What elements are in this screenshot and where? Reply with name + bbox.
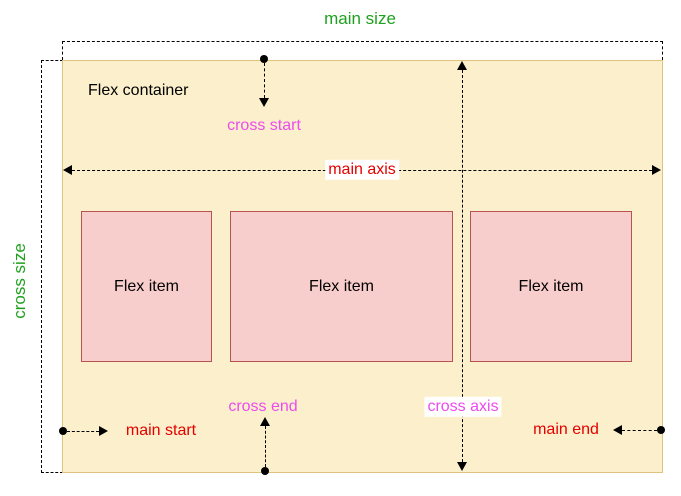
- main-size-label: main size: [324, 9, 396, 29]
- cross-size-label: cross size: [10, 243, 30, 319]
- flex-item: Flex item: [230, 211, 453, 362]
- cross-end-line: [265, 426, 266, 467]
- main-start-dot: [59, 427, 67, 435]
- main-end-line: [622, 430, 657, 431]
- main-end-arrowhead: [613, 425, 622, 435]
- cross-end-arrowhead: [260, 417, 270, 426]
- main-start-label: main start: [125, 421, 197, 439]
- cross-axis-line: [462, 70, 463, 462]
- flex-item-label: Flex item: [518, 277, 584, 295]
- cross-start-dot: [260, 55, 268, 63]
- main-end-label: main end: [533, 420, 599, 438]
- cross-axis-arrowhead-down: [457, 462, 467, 471]
- flex-container-label: Flex container: [88, 82, 189, 99]
- main-axis-arrowhead-right: [652, 165, 661, 175]
- main-axis-label: main axis: [325, 159, 399, 181]
- main-size-bracket: [62, 41, 663, 60]
- cross-end-label: cross end: [228, 397, 298, 415]
- cross-axis-label: cross axis: [424, 396, 502, 418]
- flex-item-label: Flex item: [309, 277, 374, 295]
- cross-start-arrowhead: [259, 98, 269, 107]
- cross-end-dot: [261, 467, 269, 475]
- flex-item-label: Flex item: [114, 277, 179, 295]
- cross-start-line: [264, 63, 265, 98]
- main-start-line: [67, 431, 99, 432]
- main-start-arrowhead: [99, 426, 108, 436]
- main-axis-arrowhead-left: [63, 165, 72, 175]
- main-end-dot: [657, 426, 665, 434]
- cross-axis-arrowhead-up: [457, 61, 467, 70]
- cross-size-bracket: [41, 60, 63, 473]
- cross-start-label: cross start: [227, 116, 301, 134]
- flex-item: Flex item: [470, 211, 632, 362]
- flex-item: Flex item: [81, 211, 212, 362]
